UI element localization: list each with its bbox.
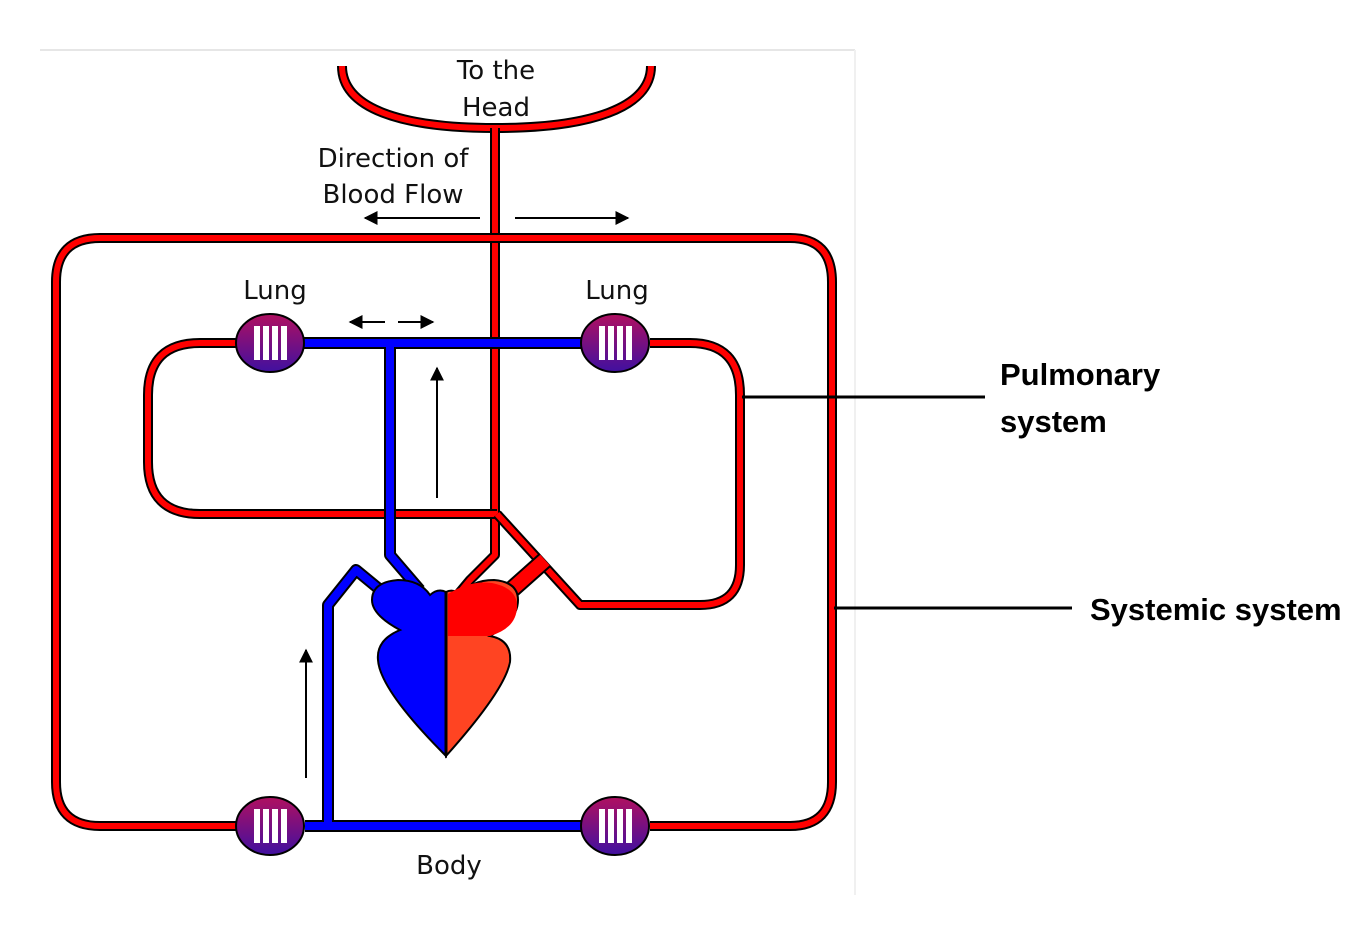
lung-right-label: Lung: [585, 276, 649, 306]
body-label: Body: [416, 851, 482, 881]
head-label-line2: Head: [462, 93, 530, 123]
capillary-stripe: [608, 326, 614, 360]
pulmonary-artery-outline: [300, 337, 585, 594]
capillary-stripe: [272, 809, 278, 843]
capillary-stripe: [608, 809, 614, 843]
pulmonary-callout-line1: Pulmonary: [1000, 357, 1161, 392]
capillary-bed-body-left: [235, 796, 305, 856]
capillary-stripe: [617, 809, 623, 843]
pulmonary-callout-line2: system: [1000, 404, 1107, 439]
capillary-stripe: [263, 809, 269, 843]
capillary-stripe: [599, 809, 605, 843]
systemic-loop-vessel: [53, 235, 835, 829]
direction-label-line2: Blood Flow: [323, 180, 464, 210]
heart-right-ventricle: [370, 578, 447, 759]
capillary-stripe: [617, 326, 623, 360]
pulmonary-artery: [300, 339, 585, 593]
capillary-stripe: [272, 326, 278, 360]
pulmonary-left-vessel-outline: [143, 338, 497, 519]
capillary-stripe: [599, 326, 605, 360]
capillary-stripe: [254, 809, 260, 843]
capillary-bed-icon: [235, 313, 305, 373]
heart-left-atrium: [448, 582, 517, 636]
deoxygenated-vessels: [300, 337, 585, 832]
pulmonary-right-vessel: [494, 340, 743, 608]
capillary-stripe: [626, 326, 632, 360]
capillary-stripe: [626, 809, 632, 843]
capillary-bed-lung-right: [580, 313, 650, 373]
pulmonary-left-vessel: [145, 340, 497, 517]
capillary-bed-icon: [235, 796, 305, 856]
direction-label-line1: Direction of: [318, 144, 470, 174]
capillary-stripe: [263, 326, 269, 360]
capillary-bed-icon: [580, 313, 650, 373]
systemic-callout-label: Systemic system: [1090, 592, 1342, 627]
head-label-line1: To the: [456, 56, 535, 86]
capillary-stripe: [254, 326, 260, 360]
capillary-stripe: [281, 809, 287, 843]
capillary-bed-body-right: [580, 796, 650, 856]
flow-arrows: [299, 211, 630, 778]
heart-icon: [370, 578, 520, 759]
lung-left-label: Lung: [243, 276, 307, 306]
capillary-bed-icon: [580, 796, 650, 856]
capillary-stripe: [281, 326, 287, 360]
vena-cava: [305, 566, 585, 830]
capillary-bed-lung-left: [235, 313, 305, 373]
